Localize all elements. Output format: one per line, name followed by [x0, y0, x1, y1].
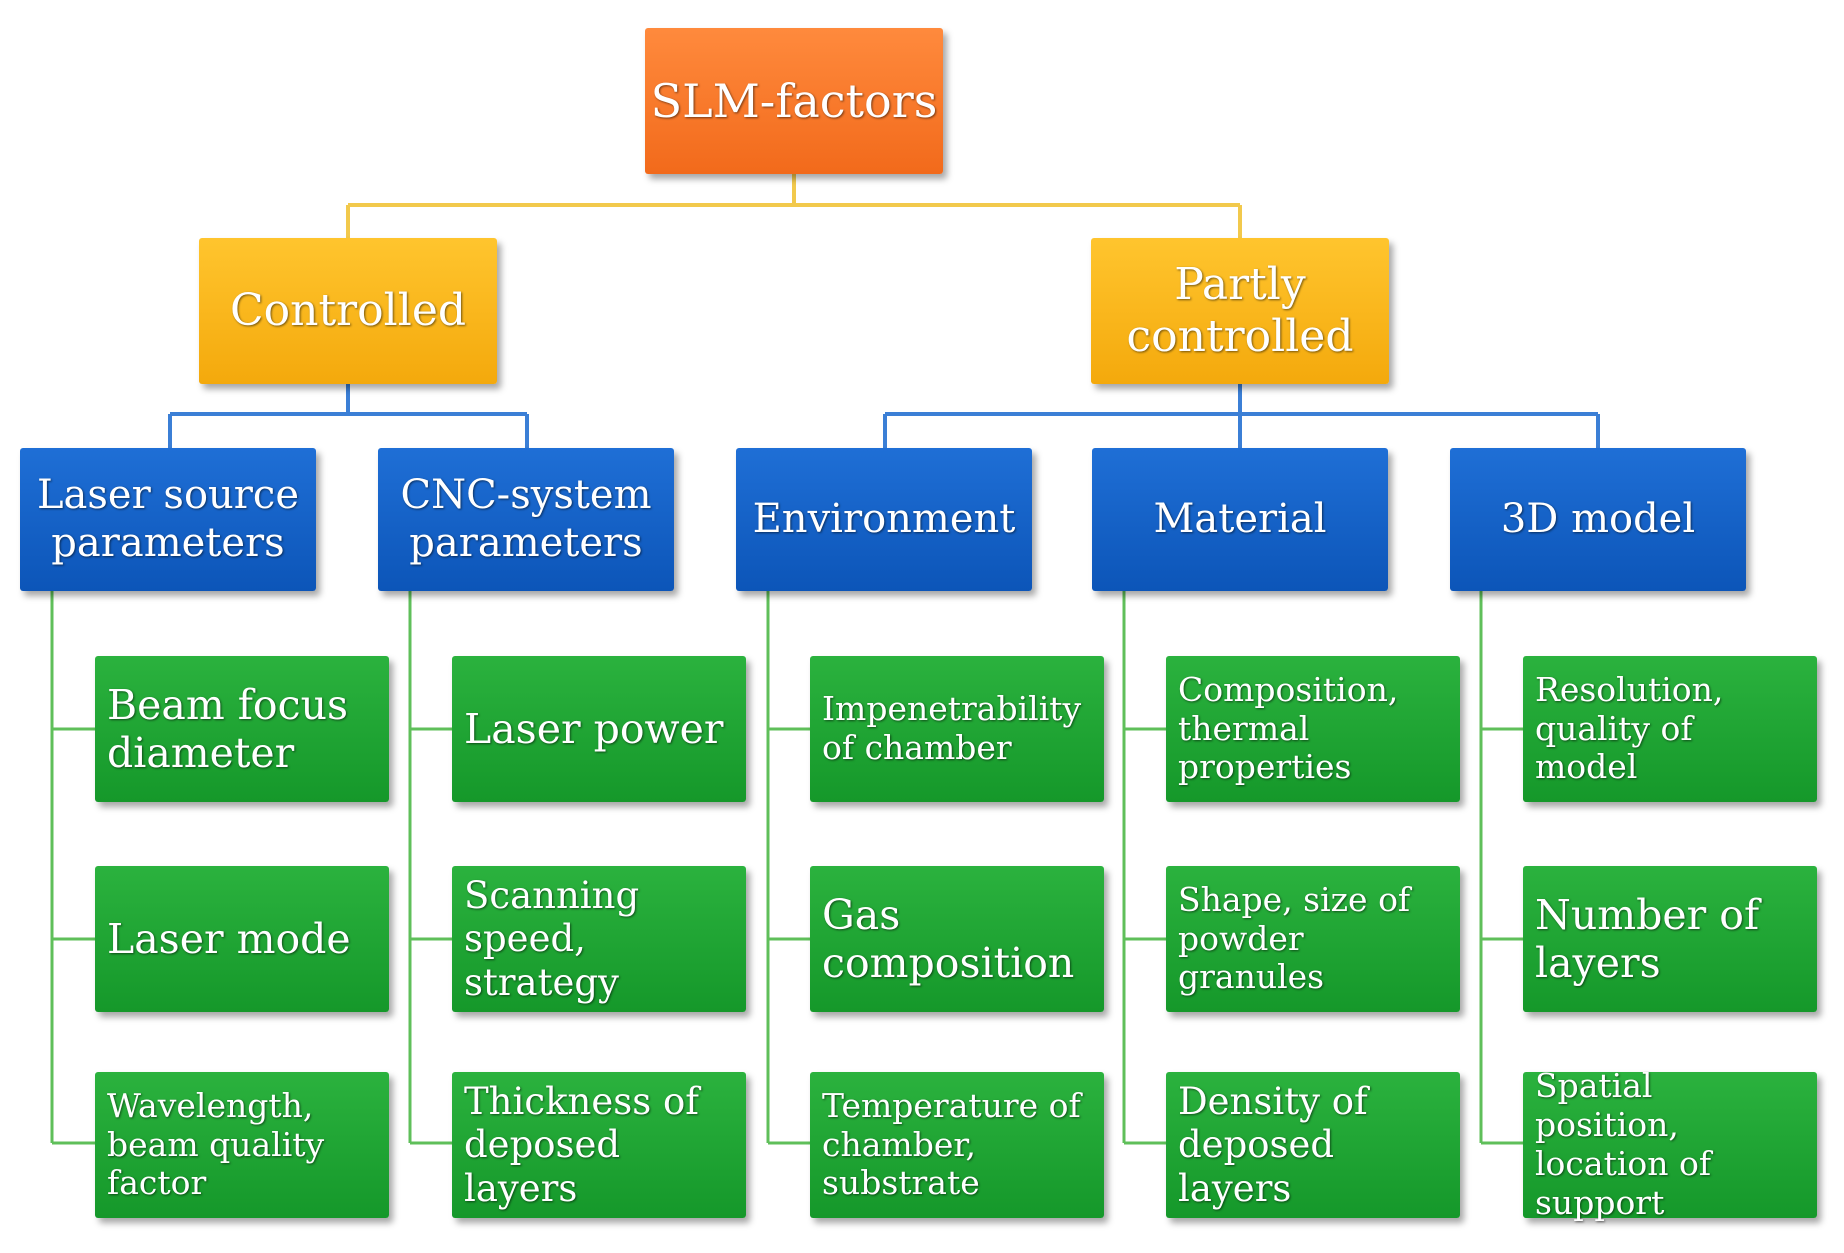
leaf-label: Density of deposed layers: [1178, 1079, 1368, 1210]
group-label: CNC-system parameters: [400, 472, 652, 566]
leaf-item: Beam focus diameter: [95, 656, 389, 802]
leaf-label: Laser mode: [107, 914, 351, 963]
root-node: SLM-factors: [645, 28, 943, 174]
leaf-label: Temperature of chamber, substrate: [822, 1085, 1081, 1203]
leaf-item: Laser mode: [95, 866, 389, 1012]
leaf-connectors: [50, 591, 1523, 1145]
leaf-item: Thickness of deposed layers: [452, 1072, 746, 1218]
leaf-label: Composition, thermal properties: [1178, 669, 1399, 787]
leaf-label: Thickness of deposed layers: [464, 1079, 699, 1210]
group-label: Laser source parameters: [36, 472, 299, 566]
leaf-label: Resolution, quality of model: [1535, 669, 1724, 787]
leaf-label: Beam focus diameter: [107, 680, 349, 777]
root-connectors: [346, 174, 1242, 238]
group-material: Material: [1092, 448, 1388, 591]
leaf-item: Shape, size of powder granules: [1166, 866, 1460, 1012]
leaf-label: Impenetrability of chamber: [822, 689, 1082, 767]
leaf-label: Wavelength, beam quality factor: [107, 1085, 325, 1203]
leaf-item: Laser power: [452, 656, 746, 802]
leaf-label: Scanning speed, strategy: [464, 873, 640, 1004]
leaf-item: Composition, thermal properties: [1166, 656, 1460, 802]
group-label: Material: [1153, 495, 1327, 542]
group-3d-model: 3D model: [1450, 448, 1746, 591]
leaf-label: Shape, size of powder granules: [1178, 879, 1411, 997]
leaf-label: Number of layers: [1535, 890, 1760, 987]
category-connectors: [168, 384, 1600, 448]
group-cnc-system-parameters: CNC-system parameters: [378, 448, 674, 591]
group-laser-source-parameters: Laser source parameters: [20, 448, 316, 591]
leaf-item: Temperature of chamber, substrate: [810, 1072, 1104, 1218]
leaf-label: Spatial position, location of support: [1535, 1066, 1712, 1222]
leaf-item: Gas composition: [810, 866, 1104, 1012]
leaf-item: Impenetrability of chamber: [810, 656, 1104, 802]
category-controlled: Controlled: [199, 238, 497, 384]
group-label: 3D model: [1500, 495, 1696, 542]
leaf-item: Spatial position, location of support: [1523, 1066, 1817, 1222]
category-label: Partly controlled: [1126, 259, 1354, 362]
leaf-label: Laser power: [464, 704, 724, 753]
leaf-item: Density of deposed layers: [1166, 1072, 1460, 1218]
category-label: Controlled: [229, 285, 467, 337]
leaf-label: Gas composition: [822, 890, 1075, 987]
leaf-item: Resolution, quality of model: [1523, 656, 1817, 802]
root-label: SLM-factors: [650, 73, 938, 128]
group-label: Environment: [752, 495, 1016, 542]
leaf-item: Number of layers: [1523, 866, 1817, 1012]
leaf-item: Scanning speed, strategy: [452, 866, 746, 1012]
group-environment: Environment: [736, 448, 1032, 591]
category-partly-controlled: Partly controlled: [1091, 238, 1389, 384]
leaf-item: Wavelength, beam quality factor: [95, 1072, 389, 1218]
